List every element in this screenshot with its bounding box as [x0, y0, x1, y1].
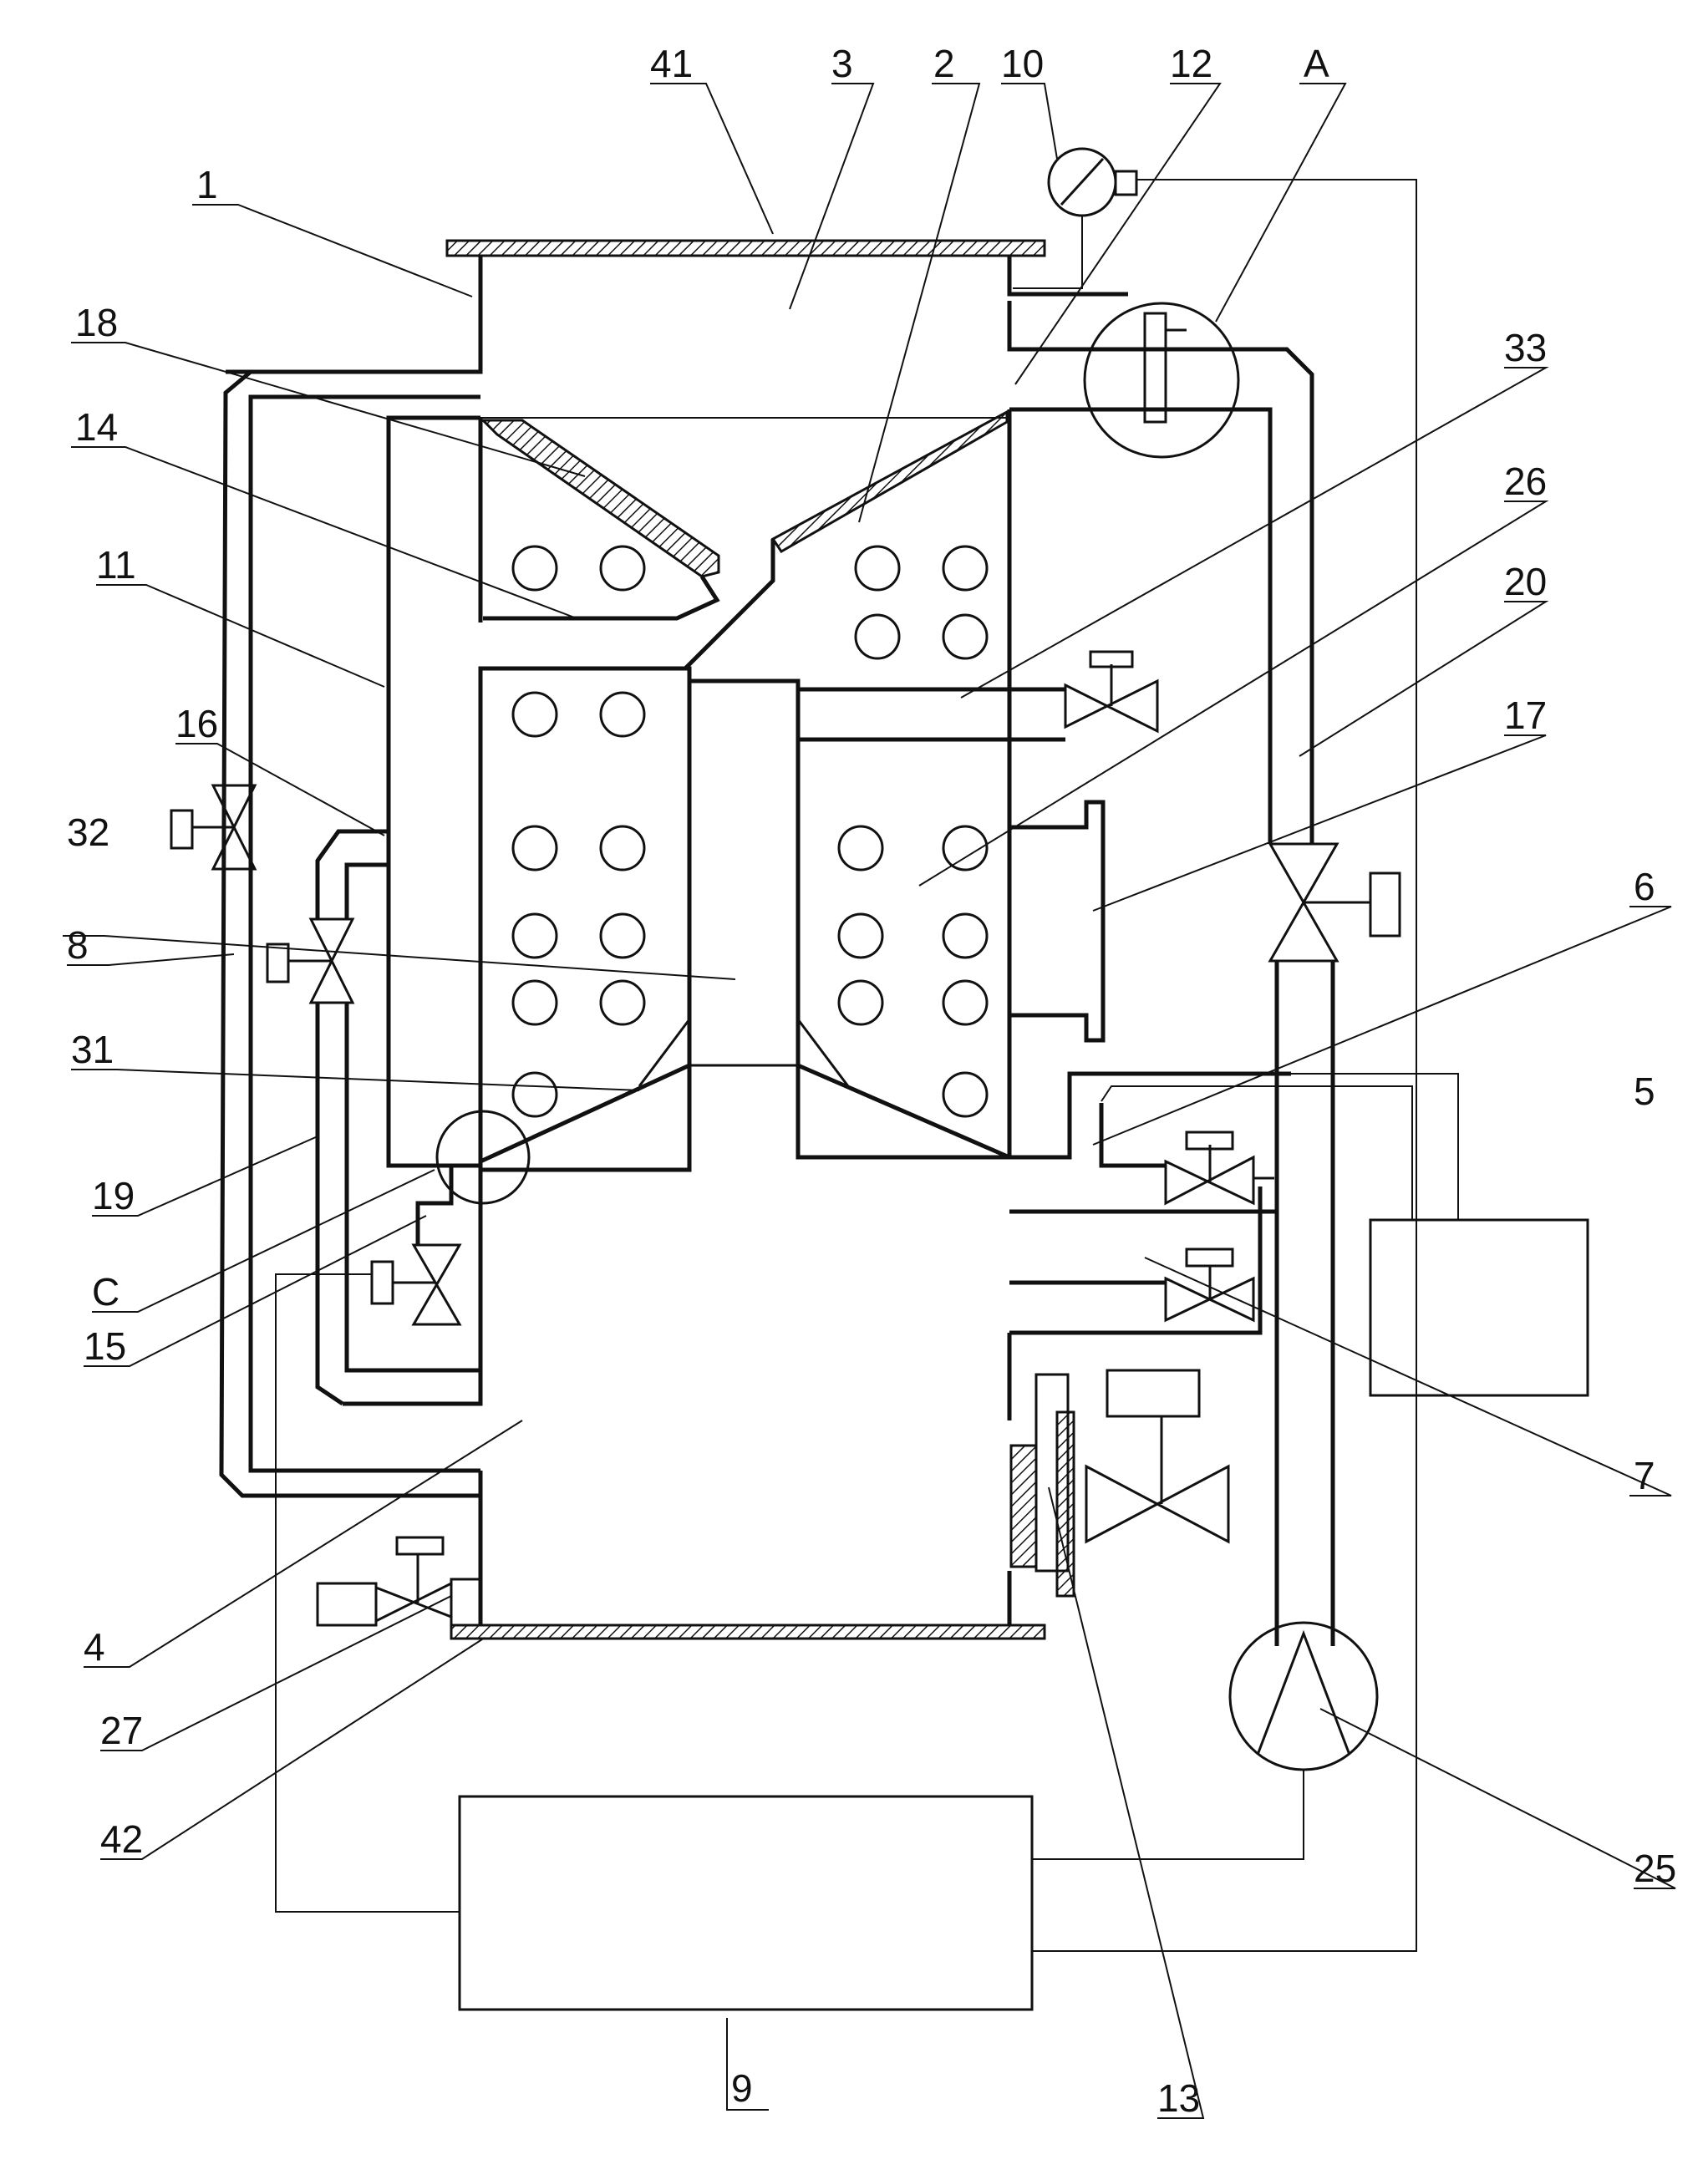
label-20: 20: [1504, 560, 1547, 603]
label-13: 13: [1157, 2076, 1200, 2120]
label-1: 1: [196, 163, 218, 206]
drain-27: [316, 1536, 482, 1627]
label-16: 16: [175, 702, 218, 745]
bottom-plate: [450, 1624, 1046, 1640]
filter-holes: [511, 545, 989, 1118]
port-7: [1009, 1187, 1279, 1335]
label-42: 42: [100, 1817, 143, 1861]
part-labels: 41 3 2 10 12 A 1 18 14 11 33 26 20 17 16…: [67, 42, 1676, 2120]
lower-chamber: [343, 1166, 1012, 1625]
label-2: 2: [933, 42, 955, 85]
bypass-pipe-8: [170, 369, 480, 1498]
side-port-17: [1009, 800, 1106, 1043]
label-27: 27: [100, 1709, 143, 1752]
label-17: 17: [1504, 694, 1547, 737]
label-14: 14: [75, 405, 118, 449]
label-6: 6: [1634, 865, 1655, 908]
valve-15: [370, 1110, 531, 1326]
pipe-20: [1009, 347, 1401, 1646]
label-26: 26: [1504, 460, 1547, 503]
filter-cartridge-right: [796, 737, 1012, 1160]
label-31: 31: [71, 1028, 114, 1071]
label-C: C: [92, 1270, 119, 1314]
label-33: 33: [1504, 326, 1547, 369]
central-tube: [687, 678, 801, 1067]
upper-chamber-walls: [226, 256, 1128, 419]
bottom-cone: [479, 1019, 1010, 1164]
pipe-19: [266, 829, 480, 1406]
label-8: 8: [67, 923, 89, 967]
label-25: 25: [1634, 1847, 1676, 1890]
outlet-pipe-33: [798, 650, 1159, 742]
label-18: 18: [75, 301, 118, 344]
label-15: 15: [84, 1324, 126, 1368]
pressure-gauge-10: [1013, 147, 1417, 1952]
label-4: 4: [84, 1625, 105, 1669]
top-cover-plate: [445, 239, 1046, 257]
rod-assembly-13: [1009, 1369, 1230, 1598]
label-11: 11: [96, 543, 136, 587]
label-19: 19: [92, 1174, 135, 1217]
label-32: 32: [67, 811, 109, 854]
label-7: 7: [1634, 1454, 1655, 1497]
label-41: 41: [650, 42, 693, 85]
label-A: A: [1304, 42, 1329, 85]
controller-box-9: [458, 1795, 1034, 2011]
detail-A: [1083, 302, 1240, 459]
control-wire-9: [275, 1273, 460, 1913]
port-6: [1009, 1071, 1459, 1220]
label-3: 3: [831, 42, 853, 85]
funnel-screen: [480, 409, 1009, 670]
label-9: 9: [731, 2066, 753, 2110]
label-5: 5: [1634, 1070, 1655, 1113]
label-12: 12: [1170, 42, 1212, 85]
label-10: 10: [1001, 42, 1044, 85]
leader-lines: [63, 83, 1676, 2119]
pump-25: [1032, 1621, 1379, 1860]
component-box-5: [1369, 1218, 1589, 1397]
